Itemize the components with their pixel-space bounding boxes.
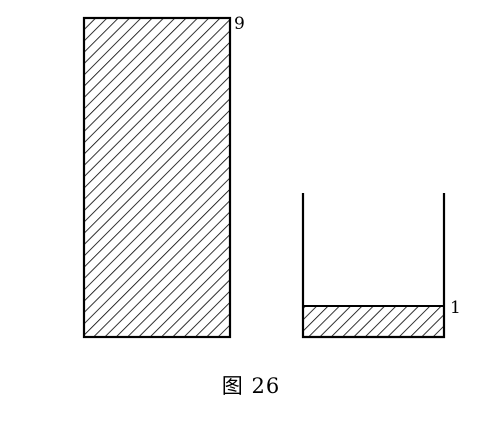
right-container <box>301 193 446 339</box>
container-walls <box>301 193 446 339</box>
left-block-level-label: 9 <box>234 14 245 34</box>
figure-caption: 图 26 <box>221 374 281 398</box>
right-container-level-label: 1 <box>450 298 461 318</box>
right-container-liquid <box>303 306 444 337</box>
left-hatched-block <box>82 16 232 339</box>
figure-diagram: 9 1 <box>82 14 461 339</box>
